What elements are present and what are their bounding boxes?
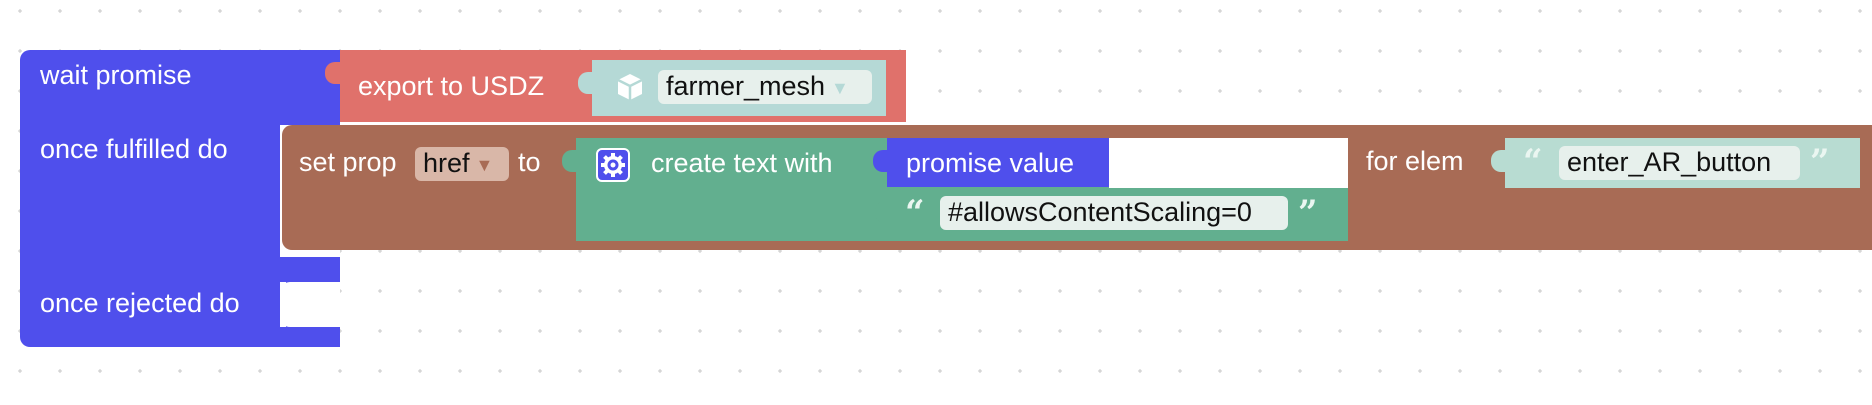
rejected-slot-left: [280, 282, 286, 327]
promise-value-label: promise value: [906, 148, 1075, 178]
create-text-label: create text with: [651, 148, 833, 178]
promise-value-connector: [873, 150, 891, 172]
prop-dropdown[interactable]: href▼: [415, 147, 509, 181]
wait-promise-label: wait promise: [40, 60, 192, 90]
dropdown-arrow-icon: ▼: [475, 154, 494, 175]
dropdown-arrow-icon: ▼: [831, 77, 849, 98]
export-block-connector: [325, 62, 343, 84]
string-block-connector: [875, 201, 893, 223]
asset-block-connector: [578, 72, 596, 94]
gear-icon[interactable]: [596, 148, 630, 182]
to-label: to: [518, 147, 541, 177]
asset-value: farmer_mesh: [666, 71, 826, 101]
text-block-connector: [562, 150, 580, 172]
rejected-statement-slot: [280, 282, 340, 327]
asset-dropdown[interactable]: farmer_mesh▼: [658, 70, 872, 104]
elem-value: enter_AR_button: [1567, 147, 1772, 177]
prop-value: href: [423, 148, 470, 178]
export-usdz-label: export to USDZ: [358, 71, 545, 101]
close-quote-icon: ”: [1810, 142, 1830, 182]
text-input-empty-area: [1109, 138, 1348, 188]
elem-string-connector: [1491, 150, 1509, 172]
cube-icon: [614, 71, 646, 103]
set-prop-label: set prop: [299, 147, 397, 177]
promise-value-block[interactable]: [887, 138, 1109, 187]
elem-value-field[interactable]: enter_AR_button: [1559, 146, 1800, 180]
open-quote-icon: “: [905, 193, 925, 233]
string-value: #allowsContentScaling=0: [948, 197, 1252, 227]
once-fulfilled-label: once fulfilled do: [40, 134, 228, 164]
string-value-field[interactable]: #allowsContentScaling=0: [940, 196, 1288, 230]
open-quote-icon: “: [1523, 142, 1543, 182]
once-rejected-label: once rejected do: [40, 288, 240, 318]
for-elem-label: for elem: [1366, 146, 1464, 176]
close-quote-icon: ”: [1298, 193, 1318, 233]
